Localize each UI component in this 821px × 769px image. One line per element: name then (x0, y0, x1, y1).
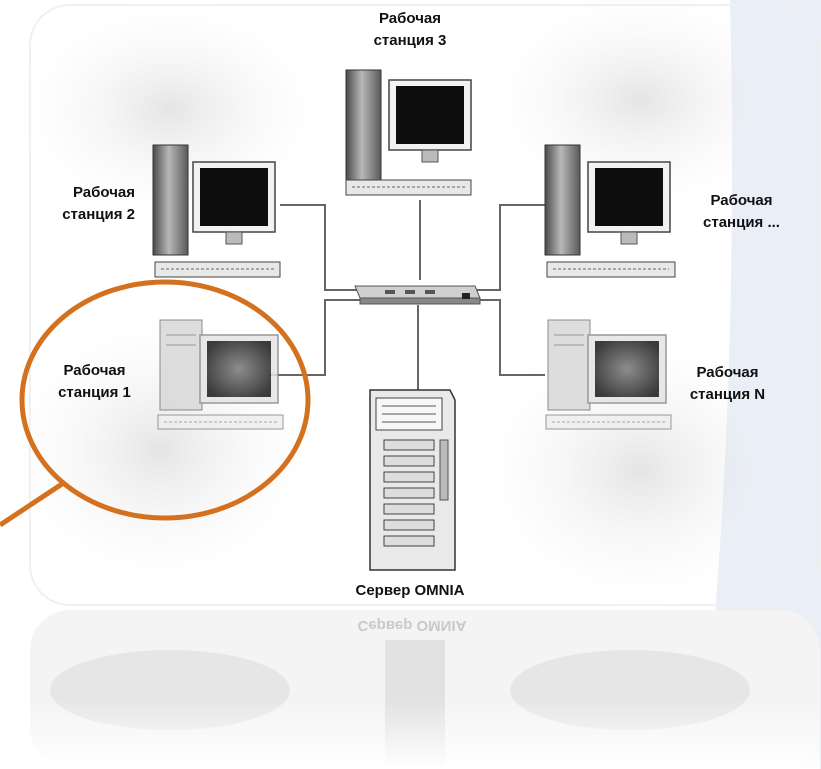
highlight-pointer (0, 479, 67, 528)
workstation-n (545, 319, 672, 430)
label-workstation-dots: Рабочая станция ... (684, 190, 799, 234)
cable-wsn (470, 299, 545, 376)
label-server: Сервер OMNIA (355, 582, 465, 599)
workstation-3 (345, 69, 472, 196)
workstation-dots (544, 144, 676, 278)
label-workstation-3: Рабочая станция 3 (345, 8, 475, 52)
reflection-fade (30, 700, 820, 769)
highlight-annotation (0, 279, 311, 528)
workstation-2 (152, 144, 281, 278)
cable-ws2 (280, 204, 360, 291)
label-line: Рабочая (72, 184, 135, 201)
cable-ws1 (270, 299, 360, 376)
cable-wsdots (470, 204, 545, 291)
server-omnia (369, 389, 456, 571)
label-line: Рабочая (696, 364, 759, 381)
label-server-reflection: Сервер OMNIA (357, 617, 467, 634)
label-line: станция ... (703, 214, 780, 231)
label-line: станция N (689, 386, 766, 403)
label-line: Рабочая (710, 192, 773, 209)
label-line: станция 1 (58, 384, 131, 401)
label-line: Рабочая (378, 10, 441, 27)
label-line: станция 2 (62, 206, 135, 223)
label-line: станция 3 (373, 32, 447, 49)
diagram-frame (29, 4, 821, 606)
workstation-1 (157, 319, 284, 430)
label-line: Рабочая (63, 362, 126, 379)
highlight-circle (19, 279, 311, 521)
label-workstation-2: Рабочая станция 2 (20, 182, 135, 226)
network-switch (354, 285, 481, 305)
label-workstation-1: Рабочая станция 1 (37, 360, 152, 404)
network-cables (270, 200, 545, 390)
label-workstation-n: Рабочая станция N (670, 362, 785, 406)
